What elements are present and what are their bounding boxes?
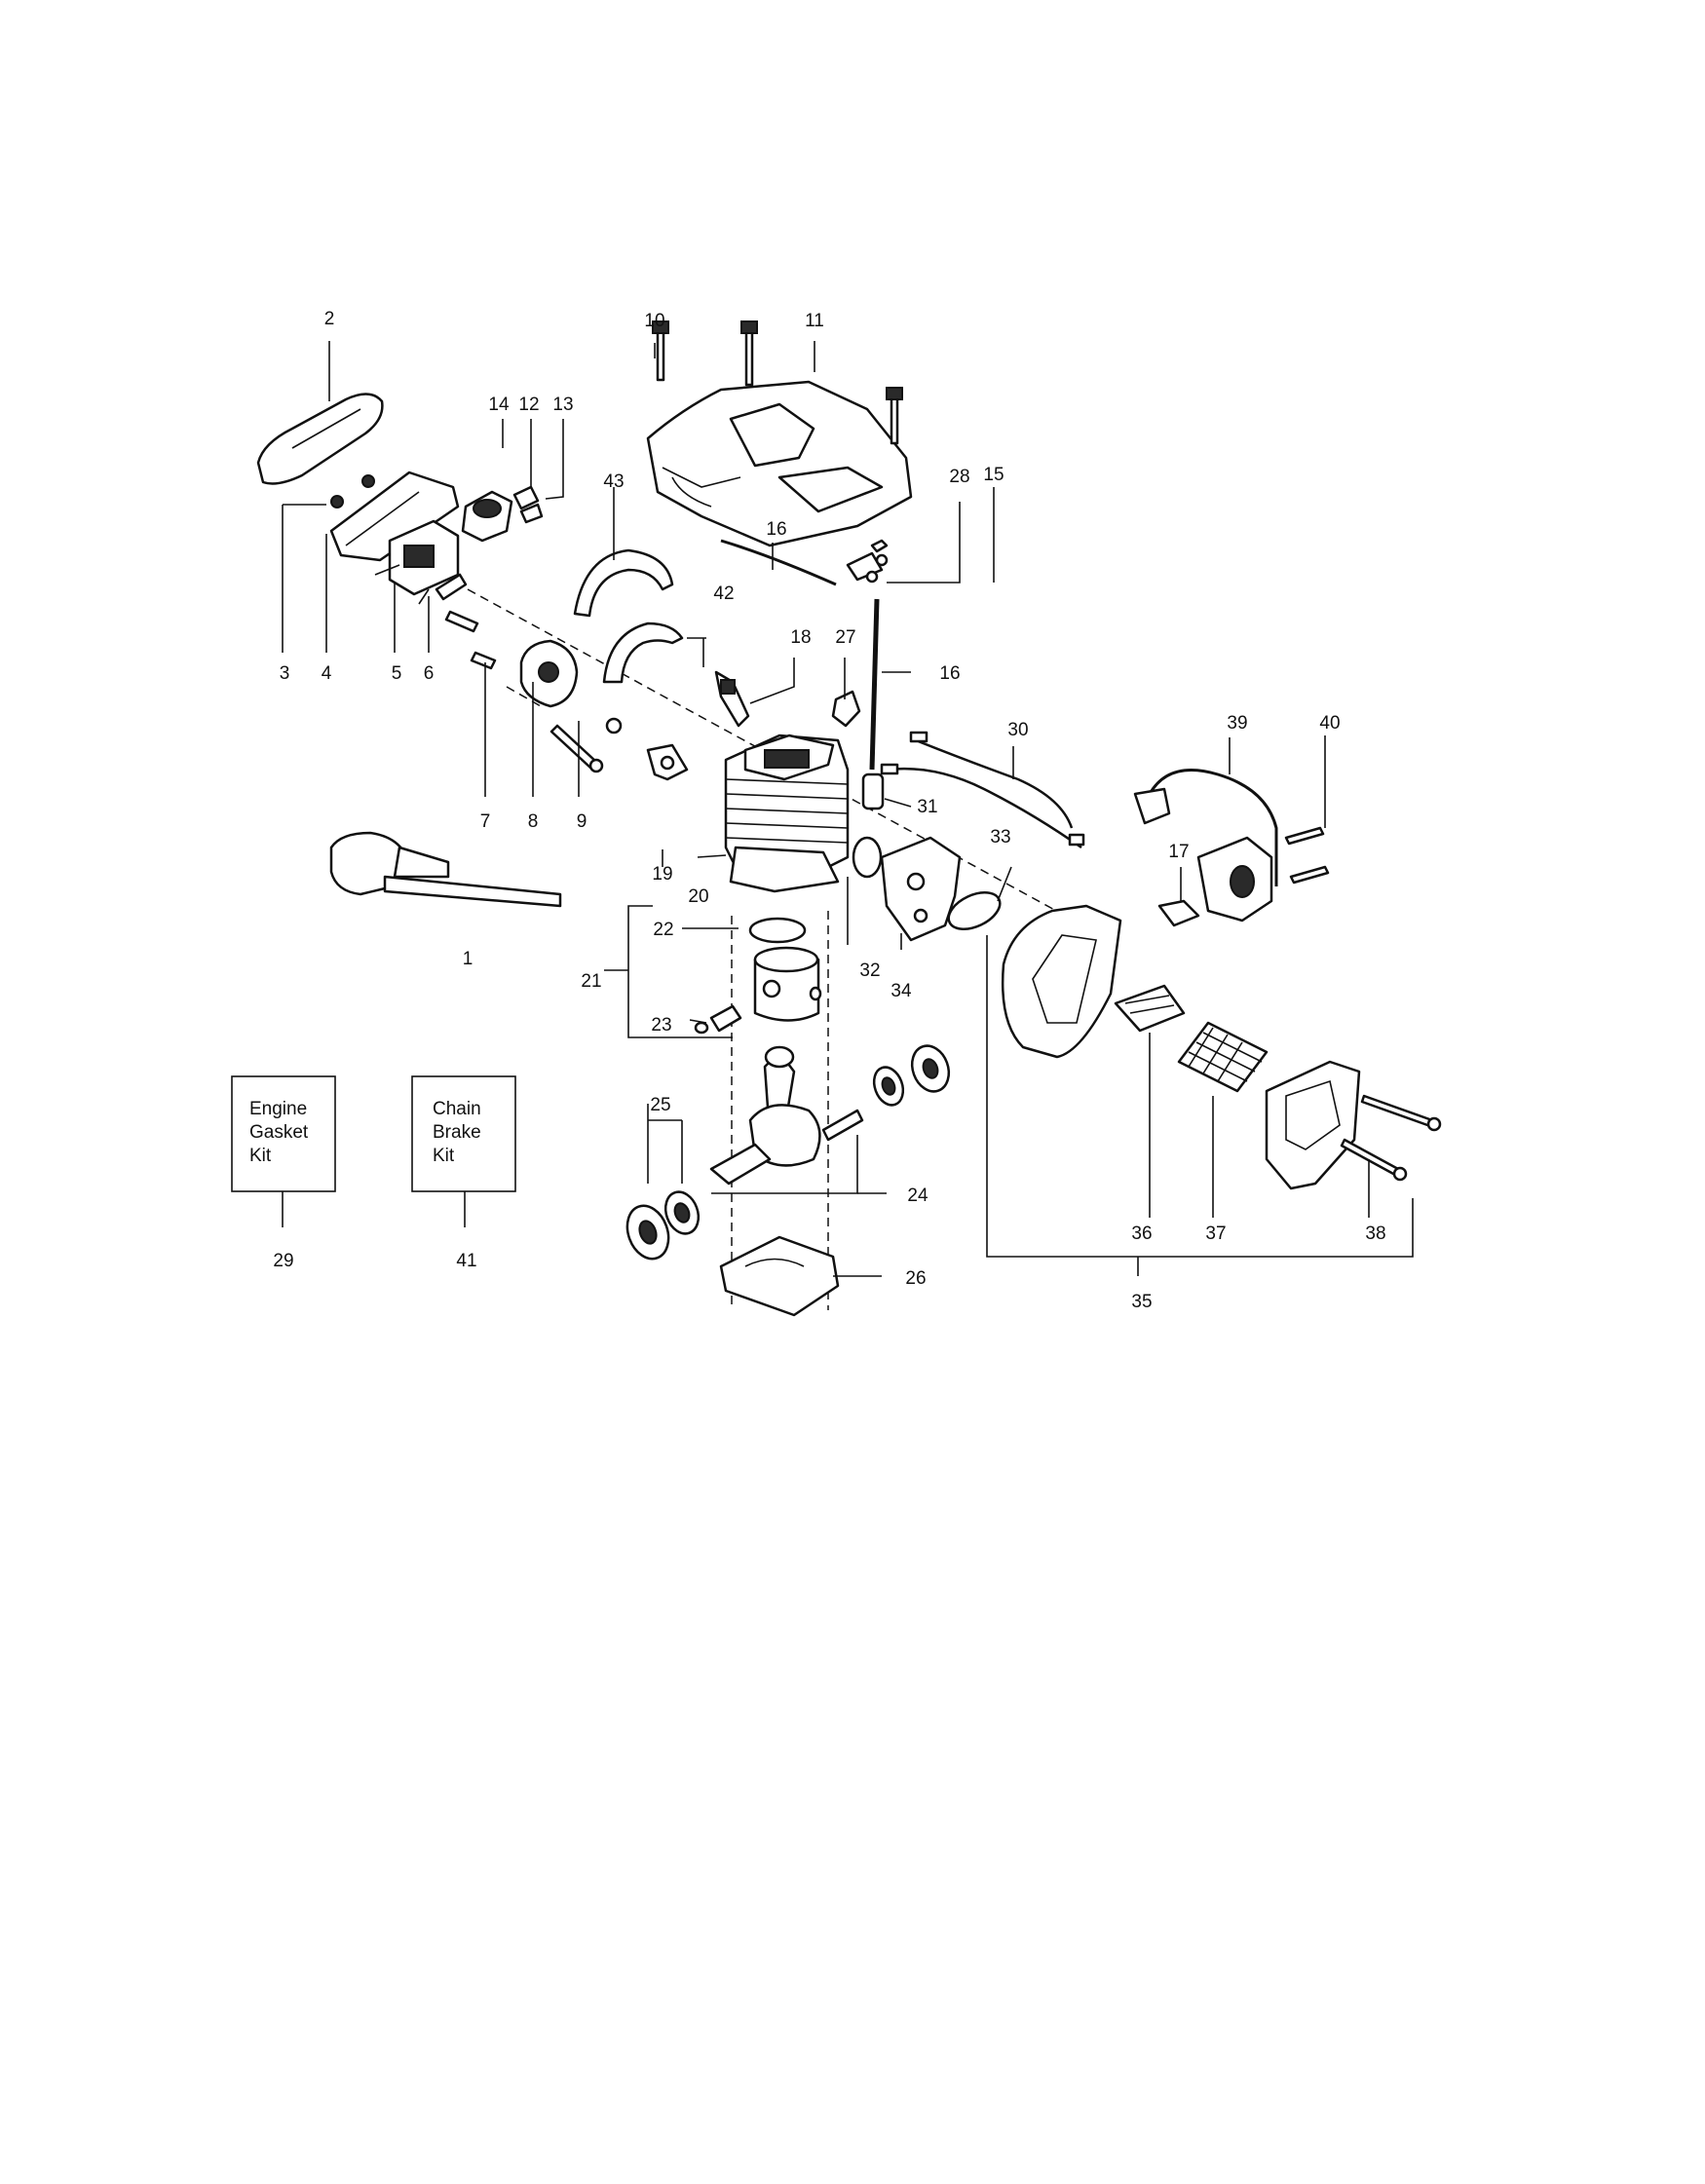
part-2-cover [256,393,384,485]
callout-labels: 2 10 11 14 12 13 43 28 15 16 42 3 4 5 6 … [273,309,1385,1312]
part-14-elbow [461,490,513,543]
part-21-piston-kit-bracket [604,905,733,1038]
part-17-clip [1157,899,1200,927]
callout-38: 38 [1365,1224,1385,1244]
part-35-muffler-body [1001,904,1122,1059]
callout-14: 14 [488,395,510,415]
callout-12: 12 [518,395,539,415]
callout-41: 41 [456,1251,476,1271]
callout-16a: 16 [766,519,786,540]
part-31-boot [861,772,885,810]
part-piston [753,946,820,1022]
leader-lines [282,341,1414,1277]
callout-1: 1 [463,949,474,969]
part-27-cap [831,690,861,728]
part-39-ignition-coil [1133,769,1278,923]
callout-25: 25 [650,1095,670,1115]
part-22-ring [748,917,807,944]
part-11-top-cover [646,380,913,547]
part-12-clip [512,485,540,510]
callout-35: 35 [1131,1292,1152,1312]
callout-15: 15 [983,465,1004,485]
callout-11: 11 [805,311,824,331]
callout-4: 4 [322,663,332,684]
callout-7: 7 [480,811,491,832]
part-16-wire-vertical [869,598,880,771]
callout-9: 9 [577,811,587,832]
callout-36: 36 [1131,1224,1152,1244]
callout-42: 42 [713,584,734,604]
callout-16b: 16 [939,663,960,684]
callout-34: 34 [890,981,912,1001]
part-24-crankshaft [709,1045,864,1186]
callout-22: 22 [653,920,673,940]
callout-5: 5 [392,663,402,684]
part-20-cylinder [724,734,850,893]
callout-2: 2 [324,309,335,329]
chain-brake-kit-line3: Kit [433,1146,455,1166]
callout-27: 27 [835,627,855,648]
part-38-bolts [1340,1094,1442,1182]
engine-gasket-kit-line2: Gasket [249,1122,309,1143]
callout-23: 23 [651,1015,671,1036]
part-36-screen [1114,984,1186,1033]
callout-24: 24 [907,1186,928,1206]
part-19-gasket [646,743,689,781]
callout-32: 32 [859,960,880,981]
engine-gasket-kit-box: Engine Gasket Kit [231,1075,336,1192]
part-35-muffler-cover [1265,1060,1361,1190]
engine-gasket-kit-line3: Kit [249,1146,272,1166]
part-40-screws [1284,826,1330,885]
callout-18: 18 [790,627,811,648]
part-42-bracket [602,621,684,684]
part-37-mesh [1177,1021,1269,1093]
callout-19: 19 [652,864,672,885]
part-30-wire-harness [880,731,1085,849]
callout-17: 17 [1168,842,1189,862]
part-9-bolt [549,724,604,773]
part-8-adaptor [519,639,623,734]
part-25-bearings [625,1044,951,1261]
chain-brake-kit-line2: Brake [433,1122,481,1143]
callout-21: 21 [581,971,601,992]
callout-40: 40 [1319,713,1340,734]
part-13-clip [519,503,544,524]
part-5-carburetor [374,519,460,605]
callout-3: 3 [280,663,290,684]
callout-6: 6 [424,663,435,684]
callout-33: 33 [990,827,1010,847]
callout-29: 29 [273,1251,293,1271]
part-1-scrench [329,831,562,908]
callout-26: 26 [905,1268,926,1289]
callout-43: 43 [603,471,624,492]
callout-39: 39 [1227,713,1247,734]
part-43-bracket [573,548,674,618]
part-15-terminal [865,553,889,584]
part-6-gasket [435,573,468,601]
part-34-muffler-plate [880,836,962,942]
part-23-pin [694,986,822,1035]
callout-28: 28 [949,467,969,487]
part-18-spark-plug [714,670,750,728]
part-7-screws [444,610,497,670]
alignment-lines [467,588,1102,1310]
part-16-wire-upper [720,539,837,586]
engine-gasket-kit-line1: Engine [249,1099,307,1119]
callout-30: 30 [1007,720,1028,740]
callout-20: 20 [688,886,708,907]
part-10-screws [652,320,903,445]
callout-8: 8 [528,811,539,832]
part-32-gasket [852,836,883,879]
callout-37: 37 [1205,1224,1226,1244]
callout-31: 31 [917,797,937,817]
part-4-bracket [329,471,460,562]
part-26-crankcase [719,1235,840,1317]
callout-10: 10 [644,311,664,331]
callout-13: 13 [552,395,573,415]
chain-brake-kit-box: Chain Brake Kit [411,1075,516,1192]
chain-brake-kit-line1: Chain [433,1099,481,1119]
